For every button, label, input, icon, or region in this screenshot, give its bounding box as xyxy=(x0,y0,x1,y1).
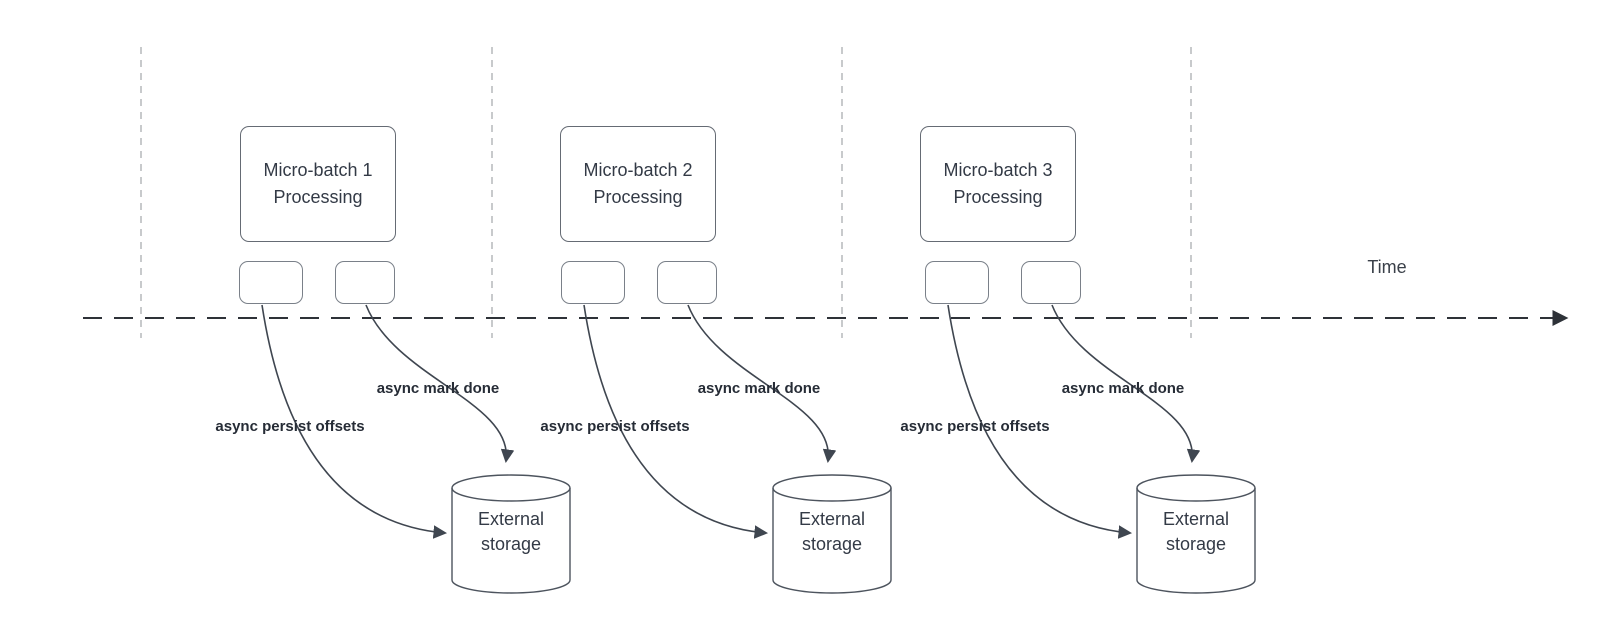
micro-batch-box-3: Micro-batch 3 Processing xyxy=(920,126,1076,242)
micro-batch-box-1: Micro-batch 1 Processing xyxy=(240,126,396,242)
storage-cylinder-rim-2 xyxy=(772,487,892,502)
external-storage-label-2-line1: External xyxy=(798,509,866,529)
time-axis-label: Time xyxy=(1367,257,1407,277)
external-storage-label-1-line1: External xyxy=(477,509,545,529)
task-box-2b xyxy=(657,261,717,304)
external-storage-label-1: External storage xyxy=(452,507,570,557)
external-storage-label-2-line2: storage xyxy=(801,534,863,554)
external-storage-label-3-line2: storage xyxy=(1165,534,1227,554)
micro-batch-title-3-line2: Processing xyxy=(953,187,1043,207)
external-storage-label-3: External storage xyxy=(1137,507,1255,557)
external-storage-label-2: External storage xyxy=(773,507,891,557)
persist-offsets-label-1: async persist offsets xyxy=(215,418,365,435)
task-box-2a xyxy=(561,261,625,304)
mark-done-label-1: async mark done xyxy=(376,380,500,397)
storage-cylinder-2 xyxy=(772,474,892,594)
task-box-3b xyxy=(1021,261,1081,304)
task-box-3a xyxy=(925,261,989,304)
micro-batch-title-3-line1: Micro-batch 3 xyxy=(943,160,1053,180)
persist-offsets-arrow-3 xyxy=(947,304,1133,539)
storage-cylinder-1 xyxy=(451,474,571,594)
external-storage-label-1-line2: storage xyxy=(480,534,542,554)
persist-offsets-label-3: async persist offsets xyxy=(900,418,1050,435)
storage-cylinder-3 xyxy=(1136,474,1256,594)
micro-batch-title-1-line1: Micro-batch 1 xyxy=(263,160,373,180)
micro-batch-title-1-line2: Processing xyxy=(273,187,363,207)
external-storage-label-3-line1: External xyxy=(1162,509,1230,529)
task-box-1a xyxy=(239,261,303,304)
mark-done-label-2: async mark done xyxy=(697,380,821,397)
mark-done-label-3: async mark done xyxy=(1061,380,1185,397)
persist-offsets-arrow-1 xyxy=(261,304,448,539)
micro-batch-title-2-line1: Micro-batch 2 xyxy=(583,160,693,180)
task-box-1b xyxy=(335,261,395,304)
storage-cylinder-rim-3 xyxy=(1136,487,1256,502)
mark-done-arrow-1 xyxy=(365,304,515,464)
micro-batch-box-2: Micro-batch 2 Processing xyxy=(560,126,716,242)
mark-done-arrow-3 xyxy=(1051,304,1201,464)
micro-batch-title-2-line2: Processing xyxy=(593,187,683,207)
persist-offsets-label-2: async persist offsets xyxy=(540,418,690,435)
storage-cylinder-rim-1 xyxy=(451,487,571,502)
persist-offsets-arrow-2 xyxy=(583,304,769,539)
mark-done-arrow-2 xyxy=(687,304,837,464)
